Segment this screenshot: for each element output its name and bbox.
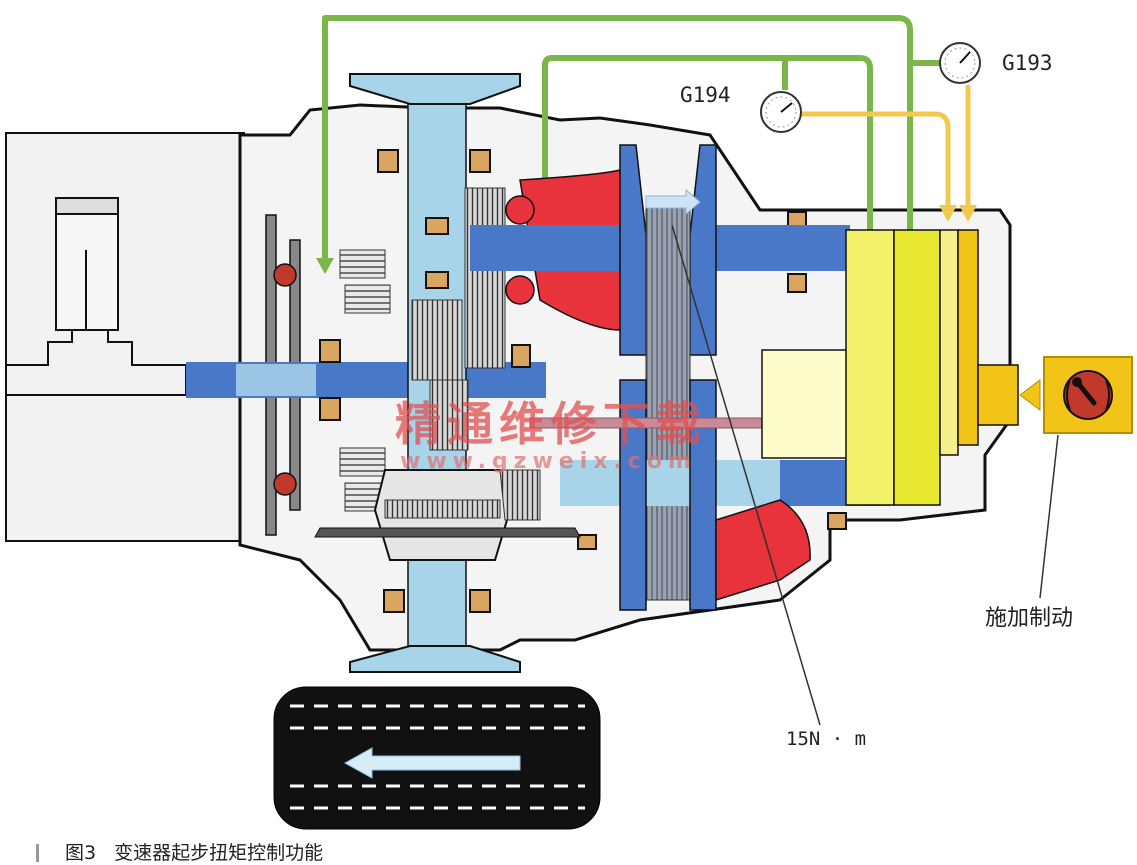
valve-body — [761, 349, 849, 459]
clutch-packs — [339, 249, 391, 512]
brake-warning-icon[interactable] — [1043, 356, 1133, 434]
label-g194: G194 — [680, 83, 731, 107]
pressure-lines — [800, 85, 971, 210]
differential — [314, 469, 581, 561]
road-wheel — [273, 686, 601, 830]
direction-arrow-icon — [343, 747, 521, 779]
hydraulic-arrow-icon — [316, 258, 334, 274]
pressure-arrow-icon — [939, 205, 957, 222]
secondary-pulley — [560, 379, 890, 611]
label-apply-brake: 施加制动 — [985, 606, 1073, 631]
pressure-gauge-icon — [939, 42, 981, 84]
brake-leader-line — [1039, 434, 1059, 599]
brake-input-arrow — [1019, 379, 1041, 411]
watermark-url: www.gzweix.com — [400, 449, 697, 474]
figure-caption: 图3 变速器起步扭矩控制功能 — [36, 838, 323, 865]
pressure-gauge-icon — [760, 91, 802, 133]
caption-title: 变速器起步扭矩控制功能 — [114, 842, 324, 864]
torque-leader-line — [671, 224, 821, 726]
flow-arrow-icon — [645, 188, 701, 216]
watermark-cn: 精通维修下载 — [395, 397, 707, 451]
caption-bar — [36, 844, 39, 862]
label-g193: G193 — [1002, 51, 1053, 75]
input-shaft-light — [236, 364, 316, 396]
bearings — [319, 149, 847, 613]
caption-number: 图3 — [65, 842, 97, 864]
control-modules — [845, 229, 1019, 506]
pressure-arrow-icon — [959, 205, 977, 222]
gear-stack — [411, 187, 506, 451]
label-torque: 15N · m — [786, 728, 866, 750]
engine-block — [5, 132, 245, 542]
